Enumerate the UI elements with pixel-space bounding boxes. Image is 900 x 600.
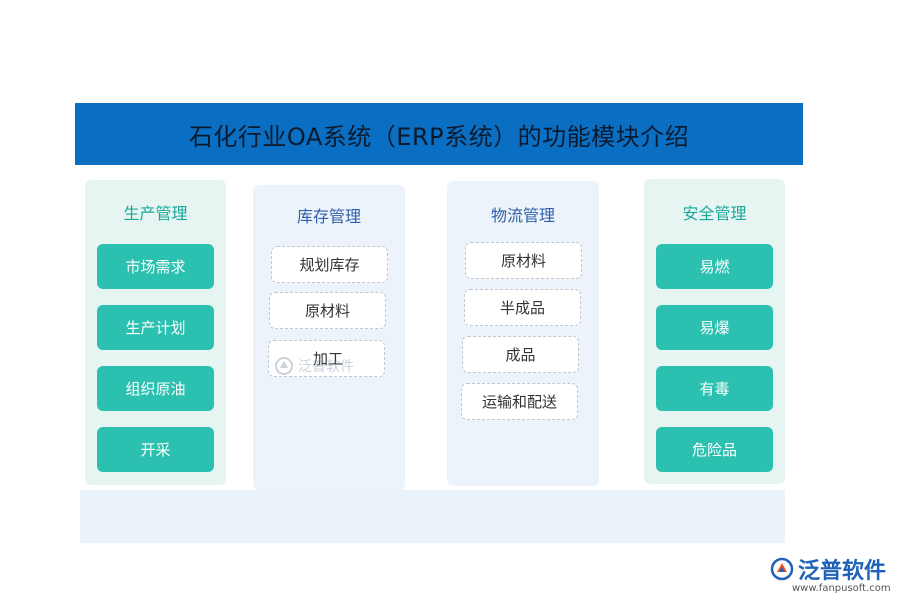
- column-production: 生产管理 市场需求 生产计划 组织原油 开采: [85, 180, 226, 485]
- module-item: 加工: [268, 340, 385, 377]
- brand-url: www.fanpusoft.com: [792, 583, 891, 594]
- column-logistics: 物流管理 原材料 半成品 成品 运输和配送: [447, 181, 599, 486]
- column-title: 库存管理: [296, 207, 361, 226]
- base-panel: [80, 490, 785, 543]
- module-item: 规划库存: [271, 246, 388, 283]
- module-item: 开采: [97, 427, 214, 472]
- brand-logo: 泛普软件 www.fanpusoft.com: [770, 553, 895, 594]
- column-title: 安全管理: [682, 204, 747, 223]
- module-item: 易燃: [656, 244, 773, 289]
- module-item: 运输和配送: [461, 383, 578, 420]
- module-item: 半成品: [464, 289, 581, 326]
- page-title: 石化行业OA系统（ERP系统）的功能模块介绍: [188, 122, 690, 151]
- column-title: 物流管理: [490, 206, 555, 225]
- column-inventory: 库存管理 规划库存 原材料 加工: [253, 185, 405, 490]
- watermark: 泛普软件: [274, 356, 354, 376]
- module-item: 市场需求: [97, 244, 214, 289]
- title-bar: 石化行业OA系统（ERP系统）的功能模块介绍: [75, 103, 803, 165]
- column-safety: 安全管理 易燃 易爆 有毒 危险品: [644, 179, 785, 484]
- brand-name: 泛普软件: [798, 559, 887, 584]
- module-item: 原材料: [269, 292, 386, 329]
- column-title: 生产管理: [123, 204, 188, 223]
- module-item: 组织原油: [97, 366, 214, 411]
- module-item: 成品: [462, 336, 579, 373]
- module-item: 原材料: [465, 242, 582, 279]
- module-item: 易爆: [656, 305, 773, 350]
- brand-logo-icon: [770, 557, 794, 581]
- brand-logo-icon: [275, 357, 293, 375]
- module-item: 生产计划: [97, 305, 214, 350]
- module-item: 危险品: [656, 427, 773, 472]
- module-item: 有毒: [656, 366, 773, 411]
- watermark-text: 泛普软件: [298, 359, 354, 375]
